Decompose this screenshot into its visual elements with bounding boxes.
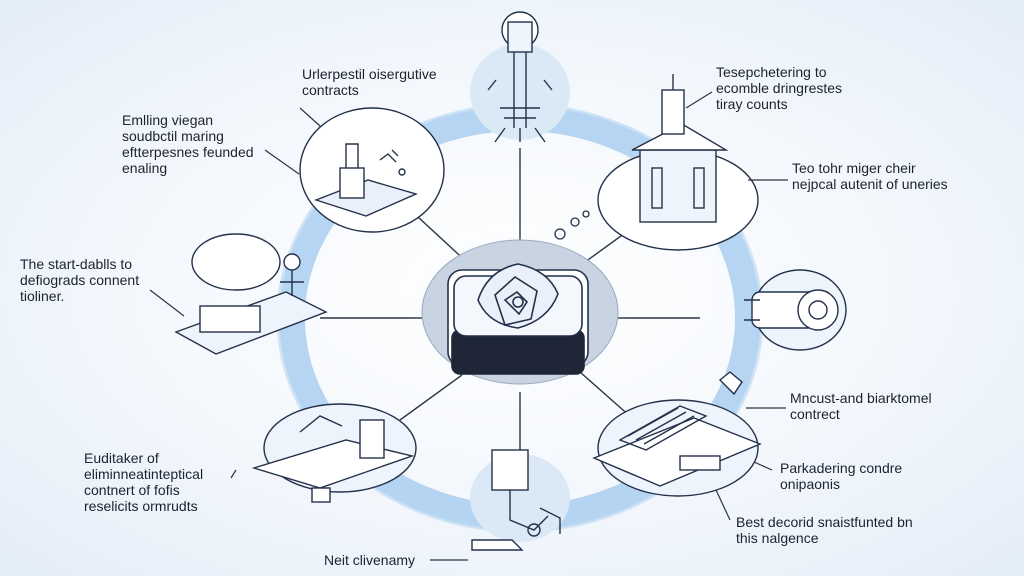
label-connectors	[149, 91, 788, 561]
tower-glow	[470, 44, 570, 140]
lab-equipment-icon	[313, 143, 419, 217]
label-right-lower: Parkadering condre onipaonis	[780, 460, 903, 492]
central-processor-icon	[447, 263, 589, 375]
label-right-bottom: Best decorid snaistfunted bn this nalgen…	[736, 514, 913, 546]
label-top-right: Tesepchetering to ecomble dringrestes ti…	[716, 64, 843, 112]
tower-icon	[487, 11, 553, 143]
label-bottom: Neit clivenamy	[324, 552, 416, 568]
workstation-cloud	[191, 233, 281, 291]
document-icon	[592, 399, 762, 497]
building-icon	[631, 74, 729, 223]
platform-icon	[251, 403, 417, 503]
label-left-lower: Euditaker of eliminneatinteptical contne…	[84, 450, 204, 514]
gear-cluster-icon	[554, 210, 590, 240]
engine-icon	[718, 269, 847, 396]
label-left-upper: Emlling viegan soudbctil maring eftterpe…	[122, 112, 254, 176]
label-right-middle: Mncust-and biarktomel contrect	[790, 390, 932, 422]
label-right-upper: Teo tohr miger cheir nejpcal autenit of …	[792, 160, 948, 192]
label-top-left: Urlerpestil oisergutive contracts	[302, 66, 437, 98]
label-left-middle: The start-dablls to defiograds connent t…	[20, 256, 140, 304]
robot-arm-icon	[471, 449, 561, 551]
workstation-icon	[174, 253, 328, 355]
